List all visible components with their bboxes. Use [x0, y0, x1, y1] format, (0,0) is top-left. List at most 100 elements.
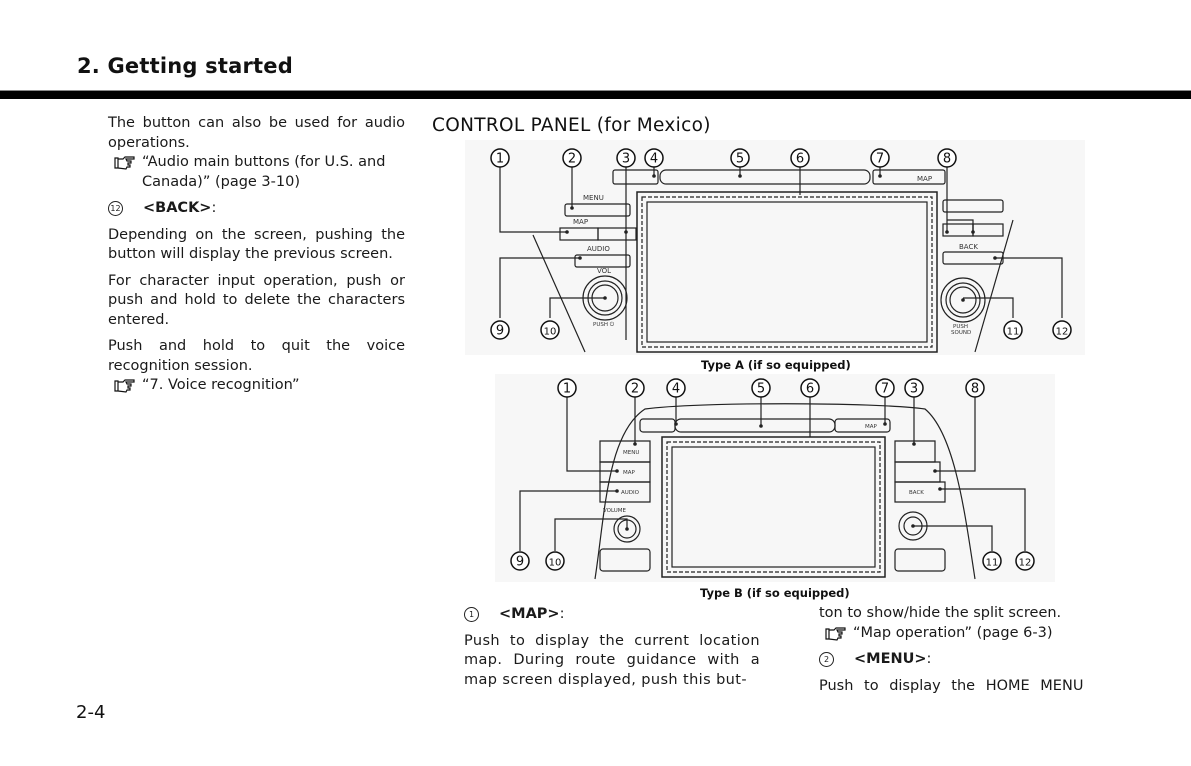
audio-label: AUDIO	[621, 490, 640, 496]
menu-description: Push to display the HOME MENU	[819, 677, 1084, 694]
callout-number: 2	[568, 152, 576, 167]
item-label: <MENU>	[854, 651, 927, 667]
callout-number: 6	[806, 382, 814, 397]
callout-number: 10	[549, 558, 562, 569]
item-map-heading: 1 <MAP>:	[464, 605, 760, 625]
callout-circle	[490, 148, 510, 168]
callout-number: 9	[496, 324, 504, 339]
callout-number: 11	[1007, 327, 1020, 338]
callout-circle	[545, 551, 565, 571]
menu-label: MENU	[623, 450, 639, 456]
pointing-hand-ref-icon	[825, 626, 846, 641]
callout-number: 8	[943, 152, 951, 167]
control-panel-diagram-type-a: MENU MAP AUDIO VOL PUSH ⏻ MAP BACK PUSH …	[465, 140, 1085, 355]
pointing-hand-ref-icon	[114, 379, 135, 393]
vol-label: VOL	[597, 267, 611, 275]
power-volume-knob	[613, 515, 641, 543]
callout-number: 12	[1019, 558, 1032, 569]
bezel-right-edge	[974, 219, 1014, 353]
callout-circle	[730, 148, 750, 168]
callout-number: 3	[622, 152, 630, 167]
item-colon: :	[926, 651, 932, 667]
storage-pocket-right	[894, 548, 946, 572]
cross-reference-text: “Audio main buttons (for U.S. and Canada…	[142, 154, 386, 190]
callout-number: 9	[516, 555, 524, 570]
chapter-divider	[0, 90, 1191, 99]
touch-screen	[636, 191, 938, 353]
callout-number: 3	[910, 382, 918, 397]
audio-label: AUDIO	[587, 245, 610, 253]
item-colon: :	[211, 200, 217, 216]
volume-label: VOLUME	[603, 508, 627, 514]
bottom-right-column: ton to show/hide the split screen. “Map …	[819, 604, 1116, 696]
map-label: MAP	[623, 470, 636, 476]
sd-map-slot	[834, 418, 891, 433]
cross-reference-text: “7. Voice recognition”	[142, 377, 300, 393]
callout-number-badge: 1	[464, 607, 479, 623]
section-title: CONTROL PANEL (for Mexico)	[432, 115, 711, 136]
callout-circle	[1003, 320, 1023, 340]
left-column: The button can also be used for audio op…	[108, 114, 405, 396]
item-label: <MAP>	[499, 606, 560, 622]
callout-circle	[965, 378, 985, 398]
callout-circle	[490, 320, 510, 340]
callout-number: 6	[796, 152, 804, 167]
callout-circle	[644, 148, 664, 168]
callout-number: 1	[563, 382, 571, 397]
callout-circle	[751, 378, 771, 398]
callout-number: 2	[631, 382, 639, 397]
sd-map-label: MAP	[917, 175, 932, 183]
sd-map-slot	[872, 169, 946, 185]
back-label: BACK	[959, 243, 978, 251]
disc-slot	[659, 169, 871, 185]
callout-circle	[790, 148, 810, 168]
touch-screen	[661, 436, 886, 578]
audio-button	[574, 254, 631, 268]
storage-pocket-left	[599, 548, 651, 572]
callout-number: 4	[650, 152, 658, 167]
cross-reference-text: “Map operation” (page 6-3)	[853, 624, 1053, 641]
callout-number: 7	[876, 152, 884, 167]
callout-number: 12	[1056, 327, 1069, 338]
callout-circle	[562, 148, 582, 168]
callout-number: 5	[757, 382, 765, 397]
push-sound-label: PUSH	[953, 324, 968, 330]
bezel-outline	[594, 403, 976, 580]
diagram-caption-type-b: Type B (if so equipped)	[700, 586, 850, 600]
intro-text: The button can also be used for audio op…	[108, 115, 405, 151]
callout-number-badge: 12	[108, 201, 123, 217]
callout-circle	[904, 378, 924, 398]
menu-button	[564, 203, 631, 217]
audio-button	[599, 481, 651, 503]
back-description-1: Depending on the screen, pushing the but…	[108, 226, 405, 263]
callout-circle	[557, 378, 577, 398]
callout-circle	[666, 378, 686, 398]
callout-circle	[875, 378, 895, 398]
back-description-2: For character input operation, push or p…	[108, 272, 405, 328]
callout-circle	[616, 148, 636, 168]
item-label: <BACK>	[143, 200, 212, 216]
tune-knob	[940, 277, 986, 323]
bottom-middle-column: 1 <MAP>: Push to display the current loc…	[464, 605, 760, 690]
map-description-continued: ton to show/hide the split screen.	[819, 605, 1062, 621]
menu-label: MENU	[583, 194, 604, 202]
cross-reference[interactable]: “7. Voice recognition”	[108, 376, 405, 396]
pointing-hand-ref-icon	[114, 156, 135, 170]
item-menu-heading: 2 <MENU>:	[819, 650, 1116, 670]
callout-number: 5	[736, 152, 744, 167]
back-label: BACK	[909, 490, 924, 496]
push-power-label: PUSH ⏻	[593, 321, 615, 328]
day-night-button	[597, 227, 637, 241]
blank-button	[942, 199, 1004, 213]
callout-number: 4	[672, 382, 680, 397]
callout-circle	[982, 551, 1002, 571]
eject-button	[612, 169, 659, 185]
callout-circle	[510, 551, 530, 571]
callout-circle	[1015, 551, 1035, 571]
item-back-heading: 12 <BACK>:	[108, 199, 405, 219]
cross-reference[interactable]: “Audio main buttons (for U.S. and Canada…	[108, 153, 405, 192]
cross-reference[interactable]: “Map operation” (page 6-3)	[819, 624, 1116, 644]
map-label: MAP	[573, 218, 588, 226]
item-colon: :	[559, 606, 565, 622]
